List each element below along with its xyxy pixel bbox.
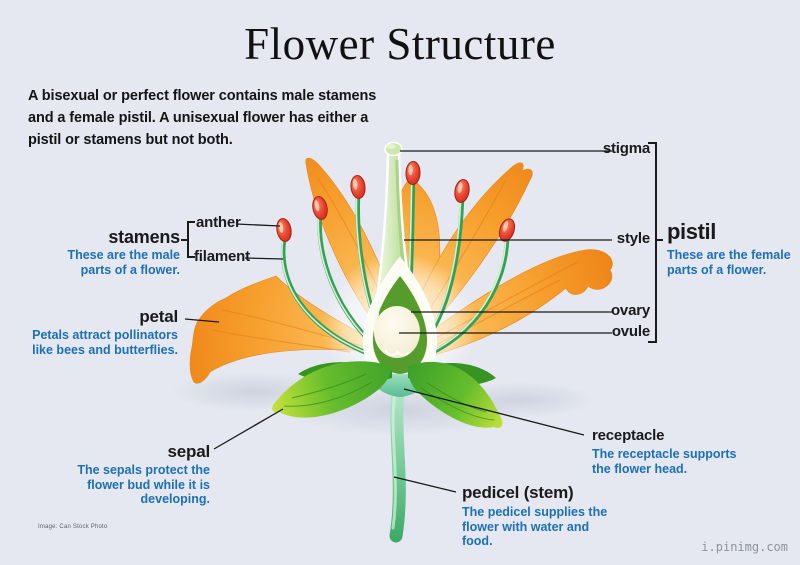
description-pedicel: The pedicel supplies the flower with wat… [462,505,608,549]
filament-line [244,257,284,260]
page-title: Flower Structure [244,19,556,69]
label-ovule: ovule [611,323,650,340]
label-receptacle: receptacle [592,427,665,444]
pedicel-line [393,476,457,493]
label-stigma: stigma [602,140,650,157]
intro-text: A bisexual or perfect flower contains ma… [28,88,377,148]
receptacle-line [403,388,585,436]
description-petal: Petals attract pollinators like bees and… [32,328,178,357]
petal-line [184,318,220,323]
description-sepal: The sepals protect the flower bud while … [77,463,210,507]
label-sepal: sepal [167,442,211,461]
label-stamens: stamens [108,227,180,247]
watermark: i.pinimg.com [701,540,788,554]
label-style: style [616,230,650,247]
anthers [276,161,516,242]
stamens-bracket [181,221,195,258]
anther-line [235,223,281,227]
label-pedicel: pedicel (stem) [462,483,574,502]
label-petal: petal [139,307,178,326]
label-ovary: ovary [610,302,650,319]
label-anther: anther [196,214,241,231]
ovule-egg [374,306,420,358]
brackets [181,142,663,343]
label-filament: filament [194,248,250,265]
pistil-bracket [648,142,663,343]
leader-lines [184,150,612,493]
description-pistil: These are the female parts of a flower. [667,248,791,277]
image-credit: Image: Can Stock Photo [38,524,108,530]
description-receptacle: The receptacle supports the flower head. [592,447,737,476]
label-pistil: pistil [667,219,716,244]
sepals [272,361,503,429]
description-stamens: These are the male parts of a flower. [67,248,180,277]
stem-pedicel [389,379,406,543]
stigma-knob [384,141,403,157]
sepal-line [213,408,284,450]
